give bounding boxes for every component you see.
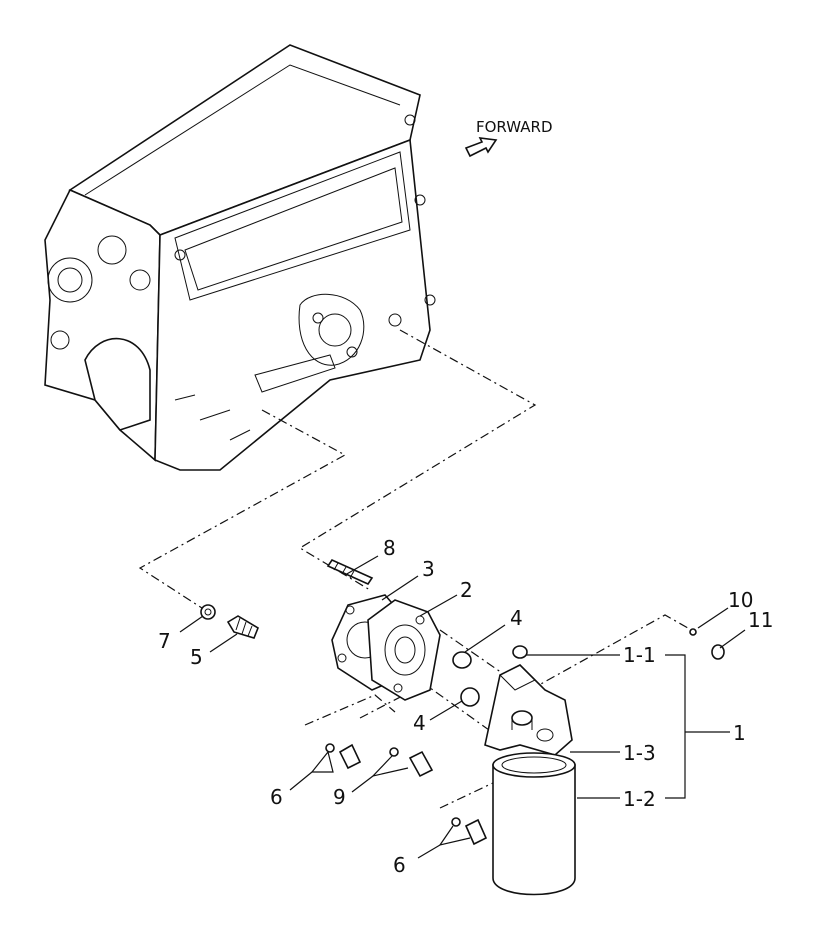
forward-arrow-icon xyxy=(464,137,498,158)
label-3: 3 xyxy=(422,557,435,581)
label-9: 9 xyxy=(333,785,346,809)
part-4-orings xyxy=(452,651,480,707)
label-8: 8 xyxy=(383,536,396,560)
leader-lines xyxy=(179,555,746,859)
label-11: 11 xyxy=(748,608,773,632)
label-6-bottom: 6 xyxy=(393,853,406,877)
label-7: 7 xyxy=(158,629,171,653)
label-4-upper: 4 xyxy=(510,606,523,630)
label-4-lower: 4 xyxy=(413,711,426,735)
part-10-11-fittings xyxy=(689,628,725,660)
part-2-filter-head xyxy=(331,594,441,701)
part-7-oring xyxy=(200,604,216,620)
label-2: 2 xyxy=(460,578,473,602)
forward-indicator: FORWARD xyxy=(464,118,553,158)
part-labels: 8 3 2 4 4 7 5 6 9 6 10 11 1-1 1-3 1-2 1 xyxy=(158,536,773,877)
part-1-filter-assembly xyxy=(484,645,576,896)
label-10: 10 xyxy=(728,588,753,612)
forward-label: FORWARD xyxy=(476,118,553,136)
label-5: 5 xyxy=(190,645,203,669)
label-1-1: 1-1 xyxy=(623,643,656,667)
label-1-2: 1-2 xyxy=(623,787,656,811)
label-1: 1 xyxy=(733,721,746,745)
label-6-left: 6 xyxy=(270,785,283,809)
part-6-9-bolts xyxy=(325,743,488,846)
part-5-fitting xyxy=(226,615,259,639)
engine-block xyxy=(44,44,436,471)
label-1-3: 1-3 xyxy=(623,741,656,765)
